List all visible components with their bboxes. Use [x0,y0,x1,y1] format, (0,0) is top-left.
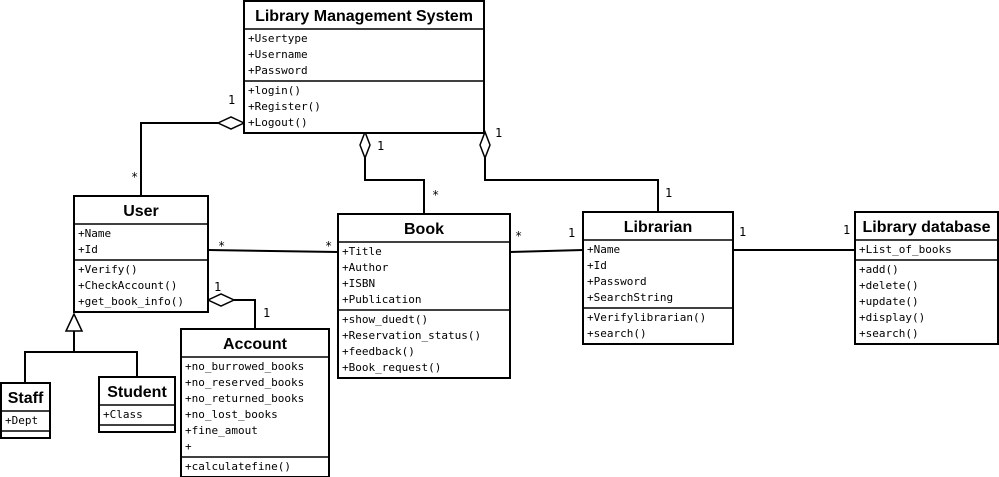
class-librarydb-operation: +add() [859,263,899,276]
mult-book-librarian-book: * [515,229,522,243]
user-book-association-line [207,249,339,253]
class-account-attribute: +no_lost_books [185,408,278,421]
class-account-box [180,328,330,477]
class-book-operation: +feedback() [342,345,415,358]
class-book: Book +Title +Author +ISBN +Publication +show_… [337,213,511,379]
relationships [24,116,855,383]
class-staff-name: Staff [8,390,44,407]
class-account-attribute: +fine_amout [185,424,258,437]
class-book-attribute: +Title [342,245,382,258]
class-lms-name: Library Management System [255,8,473,25]
class-librarydb-name: Library database [862,219,990,236]
class-student-attribute: +Class [103,408,143,421]
class-book-operation: +Reservation_status() [342,329,481,342]
class-book-name: Book [404,221,444,238]
class-user-name: User [123,203,159,220]
user-account-aggregation-diamond [206,293,236,307]
mult-librarian-db-db: 1 [843,223,850,237]
mult-user-account-user: 1 [214,280,221,294]
mult-lms-book-lms: 1 [377,139,384,153]
mult-user-account-account: 1 [263,306,270,320]
user-account-aggregation-line [234,299,256,329]
class-lms-attribute: +Usertype [248,32,308,45]
class-account-attribute: +no_reserved_books [185,376,304,389]
lms-book-aggregation-line [364,158,425,214]
class-lms-operation: +Register() [248,100,321,113]
class-student-name: Student [107,384,167,401]
book-librarian-association-line [509,249,584,253]
class-account-attribute: +no_burrowed_books [185,360,304,373]
class-account-operation: +calculatefine() [185,460,291,473]
class-librarydb-operation: +search() [859,327,919,340]
class-book-operation: +Book_request() [342,361,441,374]
class-librarydb: Library database +List_of_books +add() +del… [854,211,999,345]
class-account: Account +no_burrowed_books +no_reserved_bo… [180,328,330,477]
class-librarian-attribute: +SearchString [587,291,673,304]
class-user: User +Name +Id +Verify() +CheckAccount() +get… [73,195,209,313]
class-user-attribute: +Name [78,227,111,240]
class-librarydb-operation: +delete() [859,279,919,292]
class-librarian-name: Librarian [624,219,692,236]
class-staff: Staff +Dept [0,382,51,439]
class-account-name: Account [223,336,288,353]
class-user-operation: +get_book_info() [78,295,184,308]
class-librarydb-box [854,211,999,345]
class-librarian-operation: +Verifylibrarian() [587,311,706,324]
lms-librarian-aggregation-line [484,158,659,212]
class-lms-operation: +login() [248,84,301,97]
class-librarian-attribute: +Name [587,243,620,256]
staff-generalization-line [24,331,75,383]
mult-user-book-book: * [325,239,332,253]
class-student: Student +Class [98,376,176,433]
class-book-attribute: +Publication [342,293,421,306]
generalization-arrowhead [64,312,84,332]
lms-user-aggregation-line [140,122,218,197]
class-lms-operation: +Logout() [248,116,308,129]
lms-user-aggregation-diamond [216,116,246,130]
mult-lms-librarian-librarian: 1 [665,186,672,200]
mult-lms-user-user: * [131,170,138,184]
class-user-operation: +CheckAccount() [78,279,177,292]
lms-book-aggregation-diamond [359,129,371,161]
class-staff-attribute: +Dept [5,414,38,427]
class-lms: Library Management System +Usertype +Usern… [243,0,485,134]
lms-librarian-aggregation-diamond [479,129,491,161]
class-lms-attribute: +Password [248,64,308,77]
mult-lms-book-book: * [432,188,439,202]
mult-user-book-user: * [218,239,225,253]
class-librarian: Librarian +Name +Id +Password +SearchString +… [582,211,734,345]
class-account-attribute: +no_returned_books [185,392,304,405]
class-librarydb-operation: +display() [859,311,925,324]
class-librarydb-attribute: +List_of_books [859,243,952,256]
class-book-operation: +show_duedt() [342,313,428,326]
mult-librarian-db-librarian: 1 [739,225,746,239]
class-book-attribute: +Author [342,261,389,274]
class-book-attribute: +ISBN [342,277,375,290]
class-librarian-box [582,211,734,345]
class-user-attribute: +Id [78,243,98,256]
mult-lms-librarian-lms: 1 [495,126,502,140]
class-librarian-attribute: +Password [587,275,647,288]
class-user-operation: +Verify() [78,263,138,276]
multiplicity-labels: 1 * 1 * 1 1 * * * 1 1 1 1 1 [131,93,850,320]
class-librarian-operation: +search() [587,327,647,340]
class-account-attribute: + [185,440,192,453]
class-lms-box [243,0,485,134]
mult-book-librarian-librarian: 1 [568,226,575,240]
class-librarydb-operation: +update() [859,295,919,308]
class-lms-attribute: +Username [248,48,308,61]
mult-lms-user-lms: 1 [228,93,235,107]
student-generalization-line [74,351,138,377]
class-librarian-attribute: +Id [587,259,607,272]
class-user-box [73,195,209,313]
